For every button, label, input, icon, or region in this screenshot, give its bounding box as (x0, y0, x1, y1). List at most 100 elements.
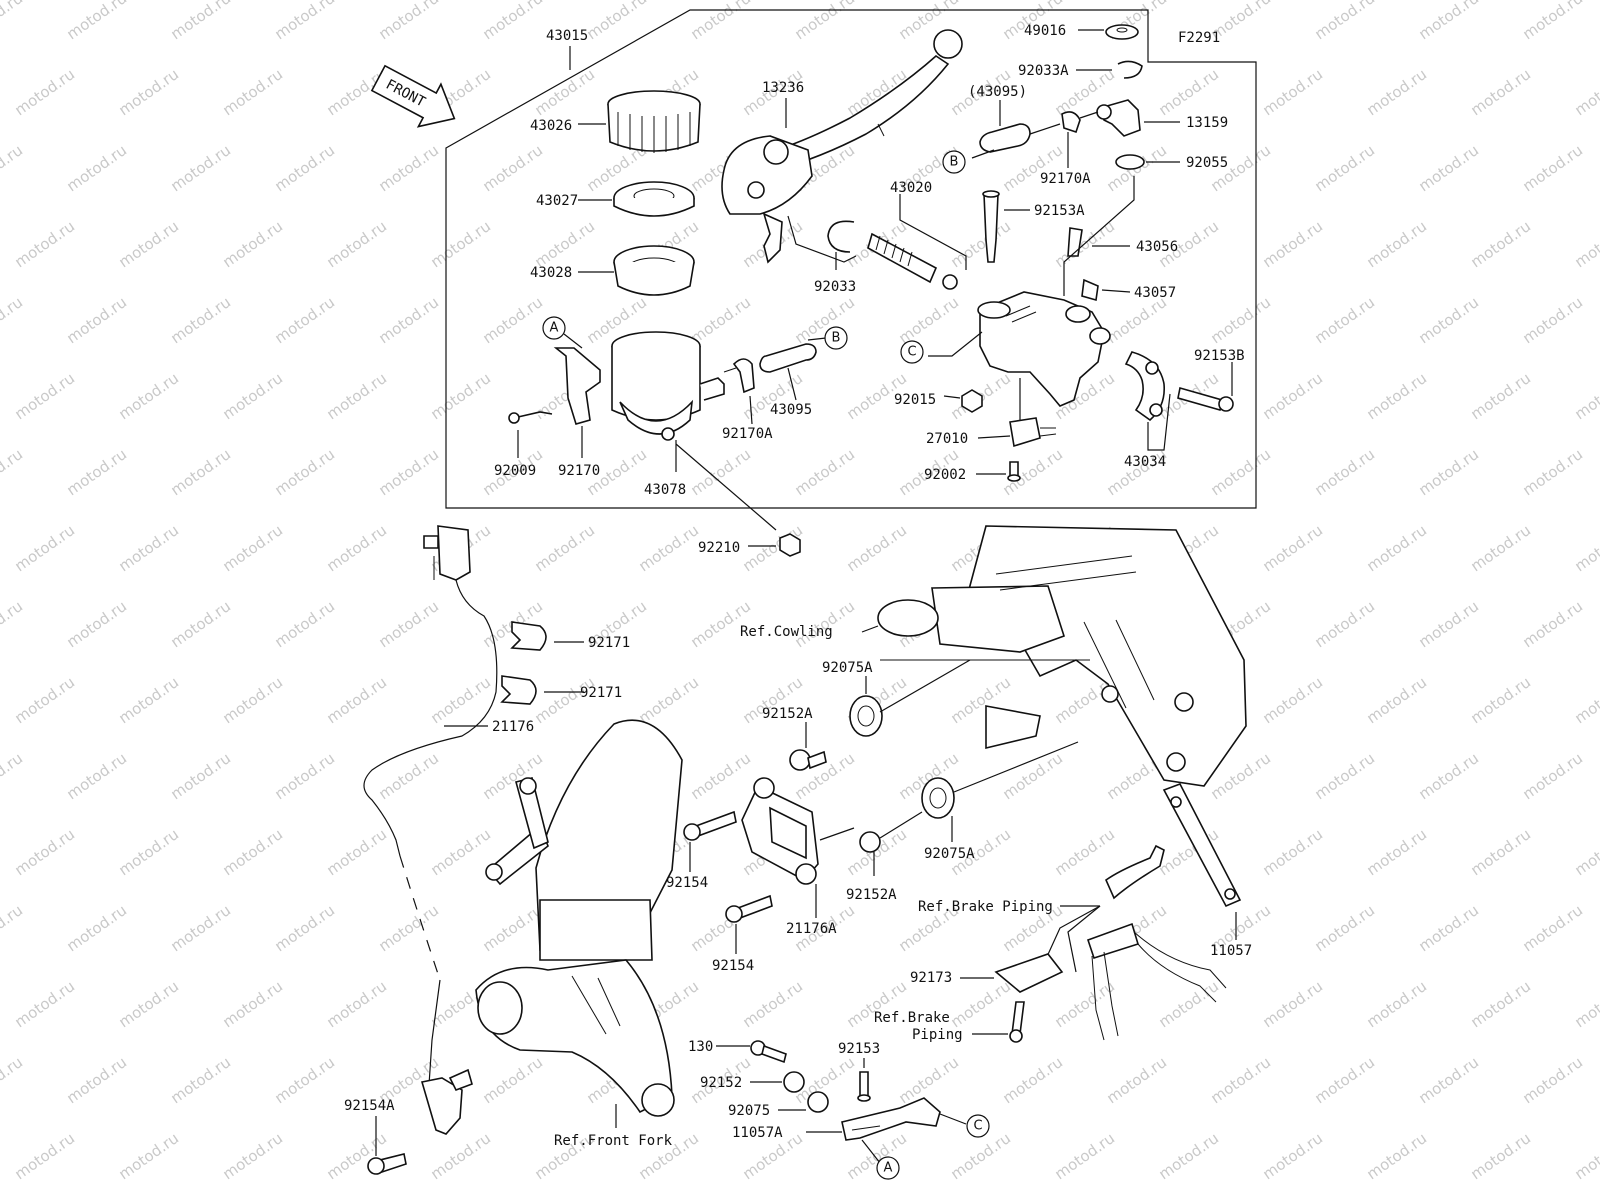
watermark-text: motod.ru (271, 445, 338, 499)
bolt-ref-brake (1009, 1001, 1025, 1043)
watermark-text: motod.ru (687, 293, 754, 347)
watermark-text: motod.ru (635, 521, 702, 575)
watermark-text: motod.ru (0, 0, 26, 43)
label-92033: 92033 (814, 279, 856, 295)
reservoir-tank (611, 331, 725, 441)
watermark-text: motod.ru (167, 749, 234, 803)
watermark-text: motod.ru (1519, 1053, 1586, 1107)
watermark-text: motod.ru (115, 977, 182, 1031)
ref-circle-A-bottom: A (876, 1156, 900, 1180)
label-ref-front-fork: Ref.Front Fork (554, 1133, 673, 1149)
watermark-text: motod.ru (1571, 217, 1600, 271)
watermark-text: motod.ru (427, 673, 494, 727)
ref-circle-C-bottom: C (966, 1114, 990, 1138)
watermark-text: motod.ru (895, 1053, 962, 1107)
watermark-text: motod.ru (167, 293, 234, 347)
watermark-text: motod.ru (1051, 1129, 1118, 1183)
grommet-92075A-lower (921, 777, 955, 819)
watermark-text: motod.ru (0, 293, 26, 347)
watermark-text: motod.ru (375, 749, 442, 803)
label-130: 130 (688, 1039, 713, 1055)
watermark-text: motod.ru (583, 0, 650, 43)
banjo-fitting-13159 (1096, 99, 1141, 137)
watermark-text: motod.ru (323, 217, 390, 271)
hose-43095 (759, 343, 817, 373)
watermark-text: motod.ru (1311, 901, 1378, 955)
watermark-text: motod.ru (1467, 825, 1534, 879)
watermark-text: motod.ru (11, 65, 78, 119)
watermark-text: motod.ru (1467, 977, 1534, 1031)
abs-sensor-cable (363, 579, 498, 857)
watermark-text: motod.ru (479, 0, 546, 43)
watermark-text: motod.ru (11, 369, 78, 423)
label-92015: 92015 (894, 392, 936, 408)
watermark-text: motod.ru (167, 1053, 234, 1107)
collar-92152A-upper (789, 749, 827, 771)
watermark-text: motod.ru (375, 141, 442, 195)
ref-circle-B-left: B (942, 150, 966, 174)
watermark-text: motod.ru (219, 521, 286, 575)
brake-lever (721, 29, 963, 264)
watermark-text: motod.ru (1155, 65, 1222, 119)
watermark-text: motod.ru (375, 901, 442, 955)
label-43020: 43020 (890, 180, 932, 196)
watermark-text: motod.ru (323, 825, 390, 879)
watermark-text: motod.ru (635, 673, 702, 727)
watermark-text: motod.ru (1207, 445, 1274, 499)
watermark-text: motod.ru (791, 0, 858, 43)
watermark-text: motod.ru (999, 1053, 1066, 1107)
watermark-text: motod.ru (479, 901, 546, 955)
label-92075A-lower: 92075A (924, 846, 975, 862)
master-cylinder-body (977, 291, 1111, 407)
watermark-text: motod.ru (1571, 369, 1600, 423)
watermark-text: motod.ru (271, 1053, 338, 1107)
watermark-text: motod.ru (687, 749, 754, 803)
watermark-text: motod.ru (167, 0, 234, 43)
watermark-text: motod.ru (687, 445, 754, 499)
watermark-text: motod.ru (1259, 217, 1326, 271)
watermark-text: motod.ru (1519, 901, 1586, 955)
label-92170: 92170 (558, 463, 600, 479)
watermark-text: motod.ru (271, 0, 338, 43)
connector (423, 525, 471, 581)
grommet-92075A-upper (849, 695, 883, 737)
clamp-92173 (994, 953, 1064, 993)
watermark-text: motod.ru (531, 217, 598, 271)
label-21176A: 21176A (786, 921, 837, 937)
label-92171-lower: 92171 (580, 685, 622, 701)
ref-circle-B-left-letter: B (950, 155, 959, 170)
label-21176: 21176 (492, 719, 534, 735)
label-92153B: 92153B (1194, 348, 1245, 364)
label-92009: 92009 (494, 463, 536, 479)
watermark-text: motod.ru (1259, 1129, 1326, 1183)
switch-27010 (1009, 417, 1057, 448)
watermark-text: motod.ru (479, 293, 546, 347)
watermark-text: motod.ru (1259, 521, 1326, 575)
watermark-text: motod.ru (63, 901, 130, 955)
watermark-text: motod.ru (687, 0, 754, 43)
watermark-text: motod.ru (999, 141, 1066, 195)
bracket-11057A (841, 1097, 941, 1141)
reservoir-diaphragm (613, 245, 695, 296)
bolt-92154-upper (683, 810, 737, 841)
watermark-text: motod.ru (1519, 445, 1586, 499)
bolt-92009 (508, 411, 553, 424)
grommet-92171-upper (510, 621, 547, 651)
watermark-text: motod.ru (1519, 749, 1586, 803)
watermark-text: motod.ru (375, 445, 442, 499)
label-92152A-upper: 92152A (762, 706, 813, 722)
watermark-text: motod.ru (1519, 293, 1586, 347)
watermark-text: motod.ru (1519, 0, 1586, 43)
watermark-text: motod.ru (1103, 1053, 1170, 1107)
watermark-text: motod.ru (1363, 825, 1430, 879)
watermark-text: motod.ru (999, 749, 1066, 803)
watermark-text: motod.ru (11, 1129, 78, 1183)
abs-sensor-unit-21176A (741, 777, 819, 885)
watermark-text: motod.ru (1051, 977, 1118, 1031)
watermark-text: motod.ru (1259, 825, 1326, 879)
watermark-text: motod.ru (1259, 977, 1326, 1031)
watermark-text: motod.ru (1259, 673, 1326, 727)
label-43028: 43028 (530, 265, 572, 281)
ref-circle-B-right-letter: B (832, 331, 841, 346)
ref-circle-A-top-letter: A (550, 321, 559, 336)
